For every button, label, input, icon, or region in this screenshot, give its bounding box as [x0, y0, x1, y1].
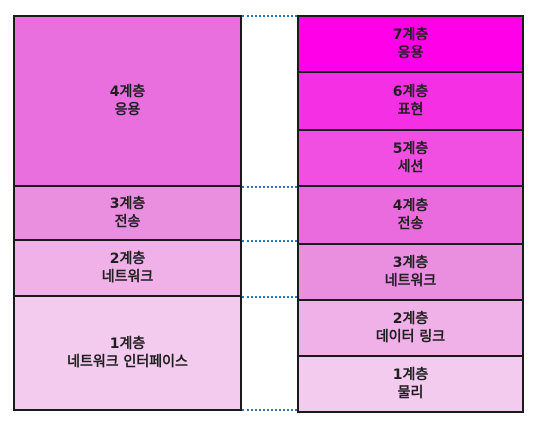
layer-number: 1계층 — [109, 336, 146, 352]
layer-name: 응용 — [397, 45, 424, 61]
osi-layer-2: 2계층 데이터 링크 — [297, 299, 524, 357]
osi-layer-6: 6계층 표현 — [297, 71, 524, 131]
tcpip-layer-2: 2계층 네트워크 — [13, 239, 242, 297]
layer-name: 전송 — [114, 214, 141, 230]
boundary-connector — [242, 15, 297, 17]
layer-name: 네트워크 인터페이스 — [67, 354, 188, 370]
layer-name: 네트워크 — [101, 269, 154, 285]
tcpip-layer-4: 4계층 응용 — [13, 15, 242, 187]
layer-number: 4계층 — [392, 198, 429, 214]
layer-number: 3계층 — [392, 255, 429, 271]
boundary-connector — [242, 296, 297, 298]
layer-name: 세션 — [397, 159, 424, 175]
osi-layer-1: 1계층 물리 — [297, 355, 524, 413]
layer-name: 물리 — [397, 385, 424, 401]
layer-number: 4계층 — [109, 84, 146, 100]
boundary-connector — [242, 240, 297, 242]
layer-number: 1계층 — [392, 367, 429, 383]
osi-layer-7: 7계층 응용 — [297, 15, 524, 73]
layer-name: 데이터 링크 — [375, 329, 446, 345]
layer-number: 5계층 — [392, 141, 429, 157]
boundary-connector — [242, 409, 297, 411]
osi-layer-3: 3계층 네트워크 — [297, 243, 524, 301]
layer-number: 2계층 — [109, 251, 146, 267]
layer-name: 응용 — [114, 102, 141, 118]
osi-layer-4: 4계층 전송 — [297, 185, 524, 245]
layer-number: 6계층 — [392, 84, 429, 100]
osi-layer-5: 5계층 세션 — [297, 129, 524, 187]
boundary-connector — [242, 186, 297, 188]
tcpip-layer-1: 1계층 네트워크 인터페이스 — [13, 295, 242, 411]
layer-number: 3계층 — [109, 196, 146, 212]
layer-name: 표현 — [397, 102, 424, 118]
tcpip-layer-3: 3계층 전송 — [13, 185, 242, 241]
layer-number: 2계층 — [392, 311, 429, 327]
layer-name: 네트워크 — [384, 273, 437, 289]
layer-number: 7계층 — [392, 27, 429, 43]
layer-name: 전송 — [397, 216, 424, 232]
